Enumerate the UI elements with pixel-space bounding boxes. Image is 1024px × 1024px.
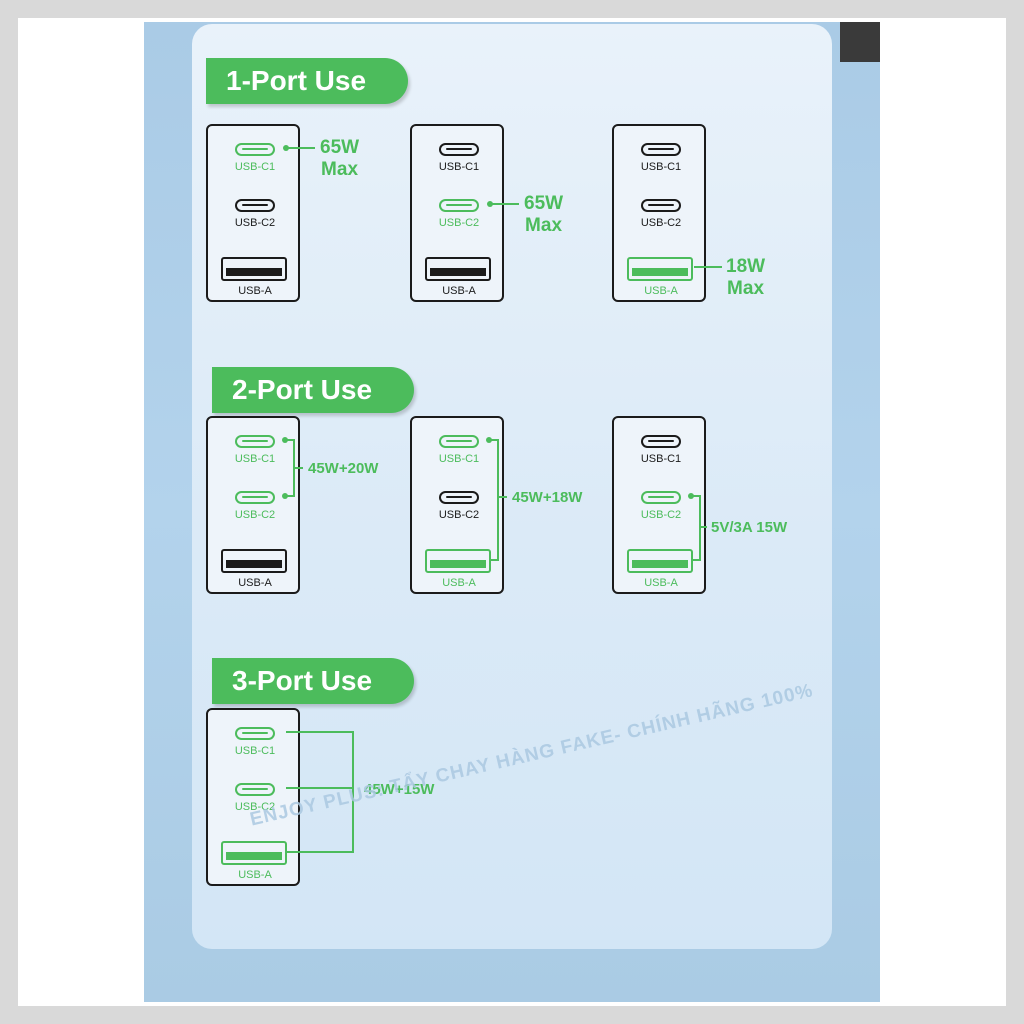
usb-c1-label: USB-C1	[234, 161, 276, 173]
charger-corner-photo	[840, 22, 880, 62]
connector-line	[692, 559, 700, 561]
usb-a-port-icon	[627, 549, 693, 573]
connector-line	[286, 851, 354, 853]
usb-a-label: USB-A	[442, 285, 476, 297]
usb-c1-port-icon	[235, 143, 275, 156]
product-infographic: 1-Port Use USB-C1 USB-C2 USB-A 65W Max U…	[144, 22, 880, 1002]
usb-c1-port-icon	[439, 143, 479, 156]
usb-a-port-icon	[425, 549, 491, 573]
usb-c1-port-icon	[235, 727, 275, 740]
section-title-1-port: 1-Port Use	[206, 58, 409, 104]
usb-a-label: USB-A	[238, 285, 272, 297]
connector-line	[286, 495, 294, 497]
charger-diagram-2port-c1-c2: USB-C1 USB-C2 USB-A	[206, 416, 300, 594]
power-rating-label: 18W Max	[726, 256, 766, 299]
usb-c2-label: USB-C2	[640, 217, 682, 229]
connector-bracket	[497, 439, 499, 561]
connector-line	[293, 467, 303, 469]
usb-c2-label: USB-C2	[438, 509, 480, 521]
connector-line	[286, 787, 354, 789]
usb-a-label: USB-A	[442, 577, 476, 589]
charger-diagram-3port-all: USB-C1 USB-C2 USB-A	[206, 708, 300, 886]
usb-c2-port-icon	[235, 783, 275, 796]
usb-c2-port-icon	[235, 199, 275, 212]
usb-c2-port-icon	[439, 199, 479, 212]
power-rating-label: 5V/3A 15W	[711, 519, 788, 536]
connector-dot	[688, 493, 694, 499]
connector-line	[286, 439, 294, 441]
usb-a-label: USB-A	[238, 577, 272, 589]
connector-bracket	[699, 495, 701, 561]
connector-dot	[282, 437, 288, 443]
connector-line	[694, 266, 722, 268]
charger-diagram-1port-c1: USB-C1 USB-C2 USB-A	[206, 124, 300, 302]
connector-line	[287, 147, 315, 149]
connector-line	[286, 731, 354, 733]
connector-line	[497, 496, 507, 498]
usb-c1-port-icon	[439, 435, 479, 448]
charger-diagram-2port-c2-a: USB-C1 USB-C2 USB-A	[612, 416, 706, 594]
connector-dot	[487, 201, 493, 207]
power-rating-label: 45W+18W	[512, 489, 583, 506]
connector-line	[490, 559, 498, 561]
usb-c2-port-icon	[641, 199, 681, 212]
usb-a-label: USB-A	[238, 869, 272, 881]
connector-dot	[283, 145, 289, 151]
usb-c1-label: USB-C1	[640, 453, 682, 465]
usb-a-port-icon	[221, 841, 287, 865]
usb-c1-port-icon	[641, 143, 681, 156]
connector-bracket	[352, 731, 354, 853]
power-rating-label: 45W+15W	[364, 781, 435, 798]
power-rating-label: 65W Max	[320, 137, 360, 180]
usb-c2-label: USB-C2	[234, 801, 276, 813]
power-rating-label: 45W+20W	[308, 460, 379, 477]
connector-line	[699, 526, 707, 528]
power-rating-label: 65W Max	[524, 193, 564, 236]
usb-c1-port-icon	[641, 435, 681, 448]
usb-a-port-icon	[221, 549, 287, 573]
usb-c2-label: USB-C2	[234, 509, 276, 521]
usb-c2-label: USB-C2	[640, 509, 682, 521]
usb-c2-port-icon	[641, 491, 681, 504]
usb-c1-label: USB-C1	[438, 161, 480, 173]
connector-line	[692, 495, 700, 497]
usb-a-label: USB-A	[644, 577, 678, 589]
usb-a-port-icon	[221, 257, 287, 281]
usb-c2-port-icon	[439, 491, 479, 504]
charger-diagram-1port-c2: USB-C1 USB-C2 USB-A	[410, 124, 504, 302]
usb-c2-label: USB-C2	[234, 217, 276, 229]
usb-c1-label: USB-C1	[234, 453, 276, 465]
usb-c1-label: USB-C1	[438, 453, 480, 465]
usb-a-port-icon	[627, 257, 693, 281]
usb-c2-port-icon	[235, 491, 275, 504]
charger-diagram-1port-a: USB-C1 USB-C2 USB-A	[612, 124, 706, 302]
section-title-3-port: 3-Port Use	[212, 658, 415, 704]
usb-a-port-icon	[425, 257, 491, 281]
charger-diagram-2port-c1-a: USB-C1 USB-C2 USB-A	[410, 416, 504, 594]
connector-dot	[282, 493, 288, 499]
usb-a-label: USB-A	[644, 285, 678, 297]
usb-c1-label: USB-C1	[640, 161, 682, 173]
section-title-2-port: 2-Port Use	[212, 367, 415, 413]
usb-c1-port-icon	[235, 435, 275, 448]
connector-line	[491, 203, 519, 205]
port-usage-card: 1-Port Use USB-C1 USB-C2 USB-A 65W Max U…	[192, 24, 832, 949]
connector-line	[490, 439, 498, 441]
connector-dot	[486, 437, 492, 443]
usb-c1-label: USB-C1	[234, 745, 276, 757]
usb-c2-label: USB-C2	[438, 217, 480, 229]
